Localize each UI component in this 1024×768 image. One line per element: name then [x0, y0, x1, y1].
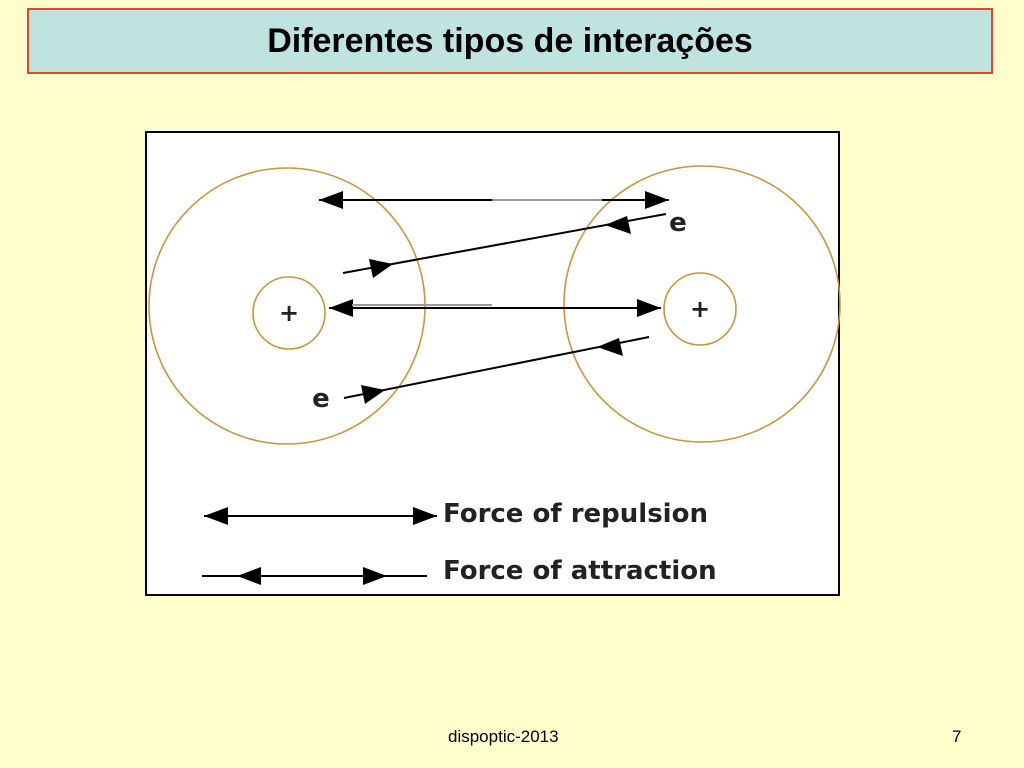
nucleus-repulsion-arrowhead-right — [637, 299, 661, 317]
nucleus-repulsion-arrowhead-left — [329, 299, 353, 317]
slide-title: Diferentes tipos de interações — [267, 21, 753, 60]
upper-attraction-arrowhead-2 — [605, 216, 631, 234]
legend-repulsion-arrowhead-left — [204, 507, 228, 525]
left-electron-label: e — [312, 384, 330, 414]
legend-attraction-arrowhead-right — [363, 567, 387, 585]
right-nucleus-plus: + — [690, 295, 710, 323]
left-nucleus — [252, 276, 326, 350]
atom-interaction-diagram: + + e e Force of repulsion Force of attr… — [145, 131, 841, 596]
legend-repulsion-label: Force of repulsion — [443, 499, 708, 529]
slide-footer: dispoptic-2013 — [448, 727, 559, 746]
right-atom-orbit — [563, 165, 841, 443]
diagram-canvas: + + e e — [148, 165, 841, 585]
electron-repulsion-arrowhead-right — [645, 191, 669, 209]
legend-repulsion-arrowhead-right — [413, 507, 437, 525]
right-nucleus — [663, 272, 737, 346]
legend-attraction-arrowhead-left — [237, 567, 261, 585]
lower-attraction-arrowhead-1 — [361, 385, 385, 404]
slide-title-box: Diferentes tipos de interações — [27, 8, 993, 74]
upper-attraction-line — [342, 215, 656, 274]
legend-attraction-label: Force of attraction — [443, 556, 717, 586]
lower-attraction-arrowhead-2 — [597, 338, 623, 356]
upper-attraction-arrowhead-1 — [369, 259, 393, 278]
right-electron-label: e — [669, 208, 687, 238]
left-nucleus-plus: + — [279, 299, 299, 327]
electron-repulsion-arrowhead-left — [319, 191, 343, 209]
slide-page-number: 7 — [952, 727, 962, 746]
